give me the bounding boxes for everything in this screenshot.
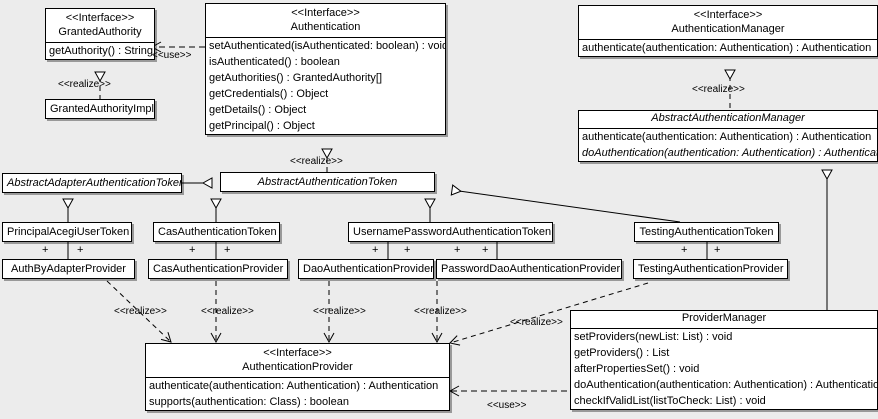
class-cas-authentication-token[interactable]: CasAuthenticationToken bbox=[153, 222, 280, 242]
member-getauthority: getAuthority() : String bbox=[49, 45, 153, 57]
assoc-plus-username-2: + bbox=[404, 244, 411, 256]
class-members: authenticate(authentication: Authenticat… bbox=[579, 129, 877, 161]
class-username-password-authentication-token[interactable]: UsernamePasswordAuthenticationToken bbox=[348, 222, 553, 242]
label-realize-grantedauthorityimpl: <<realize>> bbox=[58, 79, 111, 90]
assoc-plus-testing-left: + bbox=[681, 244, 688, 256]
class-divider bbox=[579, 39, 877, 40]
label-realize-dao: <<realize>> bbox=[313, 306, 366, 317]
class-members: authenticate(authentication: Authenticat… bbox=[146, 378, 449, 410]
class-name: AuthByAdapterProvider bbox=[11, 263, 126, 275]
class-cas-authentication-provider[interactable]: CasAuthenticationProvider bbox=[148, 259, 288, 279]
class-authentication[interactable]: <<Interface>> Authentication setAuthenti… bbox=[205, 3, 446, 135]
class-divider bbox=[146, 377, 449, 378]
class-stereotype: <<Interface>> bbox=[65, 12, 135, 24]
class-abstract-authentication-manager[interactable]: AbstractAuthenticationManager authentica… bbox=[578, 110, 878, 162]
label-realize-abstractauthenticationtoken: <<realize>> bbox=[290, 156, 343, 167]
label-realize-passworddao: <<realize>> bbox=[414, 306, 467, 317]
class-principal-acegi-user-token[interactable]: PrincipalAcegiUserToken bbox=[2, 222, 132, 242]
class-name: Authentication bbox=[290, 21, 361, 33]
member-authenticate: authenticate(authentication: Authenticat… bbox=[582, 131, 872, 143]
class-divider bbox=[206, 37, 445, 38]
label-use-authentication-grantedauthority: <<use>> bbox=[152, 50, 192, 61]
class-granted-authority-impl[interactable]: GrantedAuthorityImpl bbox=[45, 99, 155, 119]
class-auth-by-adapter-provider[interactable]: AuthByAdapterProvider bbox=[2, 259, 135, 279]
assoc-plus-username-1: + bbox=[372, 244, 379, 256]
member-checkifvalidlist: checkIfValidList(listToCheck: List) : vo… bbox=[574, 395, 766, 407]
class-name: GrantedAuthority bbox=[58, 26, 142, 38]
class-authentication-manager[interactable]: <<Interface>> AuthenticationManager auth… bbox=[578, 5, 878, 57]
class-name: TestingAuthenticationToken bbox=[639, 226, 774, 238]
member-doauthentication: doAuthentication(authentication: Authent… bbox=[582, 147, 878, 159]
member-setauthenticated: setAuthenticated(isAuthenticated: boolea… bbox=[209, 40, 446, 52]
class-name: CasAuthenticationToken bbox=[158, 226, 277, 238]
class-name: CasAuthenticationProvider bbox=[153, 263, 284, 275]
class-name: AbstractAdapterAuthenticationToken bbox=[7, 177, 182, 189]
assoc-plus-principal-right: + bbox=[77, 244, 84, 256]
class-name: DaoAuthenticationProvider bbox=[303, 263, 434, 275]
class-name: AuthenticationManager bbox=[671, 23, 785, 35]
assoc-plus-testing-right: + bbox=[714, 244, 721, 256]
label-realize-authbyadapter: <<realize>> bbox=[114, 306, 167, 317]
class-members: getAuthority() : String bbox=[46, 43, 154, 59]
class-divider bbox=[571, 328, 877, 329]
label-use-providermanager: <<use>> bbox=[487, 400, 527, 411]
class-name: PrincipalAcegiUserToken bbox=[7, 226, 130, 238]
label-realize-cas: <<realize>> bbox=[201, 306, 254, 317]
class-name: AuthenticationProvider bbox=[242, 361, 353, 373]
class-authentication-provider[interactable]: <<Interface>> AuthenticationProvider aut… bbox=[145, 343, 450, 411]
class-name: ProviderManager bbox=[681, 312, 767, 324]
class-members: authenticate(authentication: Authenticat… bbox=[579, 40, 877, 56]
class-granted-authority[interactable]: <<Interface>> GrantedAuthority getAuthor… bbox=[45, 8, 155, 60]
class-abstract-adapter-authentication-token[interactable]: AbstractAdapterAuthenticationToken bbox=[2, 173, 182, 193]
class-abstract-authentication-token[interactable]: AbstractAuthenticationToken bbox=[220, 172, 435, 192]
member-getproviders: getProviders() : List bbox=[574, 347, 670, 359]
member-supports: supports(authentication: Class) : boolea… bbox=[149, 396, 349, 408]
class-members: setAuthenticated(isAuthenticated: boolea… bbox=[206, 38, 445, 134]
assoc-plus-cas-right: + bbox=[224, 244, 231, 256]
member-getprincipal: getPrincipal() : Object bbox=[209, 120, 315, 132]
member-doauthentication: doAuthentication(authentication: Authent… bbox=[574, 379, 878, 391]
class-testing-authentication-provider[interactable]: TestingAuthenticationProvider bbox=[633, 259, 788, 279]
class-stereotype: <<Interface>> bbox=[263, 347, 332, 359]
class-members: setProviders(newList: List) : void getPr… bbox=[571, 329, 877, 409]
assoc-plus-cas-left: + bbox=[189, 244, 196, 256]
member-getauthorities: getAuthorities() : GrantedAuthority[] bbox=[209, 72, 383, 84]
class-stereotype: <<Interface>> bbox=[291, 7, 360, 19]
class-divider bbox=[46, 42, 154, 43]
class-divider bbox=[579, 128, 877, 129]
member-authenticate: authenticate(authentication: Authenticat… bbox=[582, 42, 872, 54]
member-getcredentials: getCredentials() : Object bbox=[209, 88, 329, 100]
class-name: UsernamePasswordAuthenticationToken bbox=[353, 226, 552, 238]
member-setproviders: setProviders(newList: List) : void bbox=[574, 331, 733, 343]
label-realize-authenticationmanager: <<realize>> bbox=[692, 84, 745, 95]
class-provider-manager[interactable]: ProviderManager setProviders(newList: Li… bbox=[570, 310, 878, 410]
class-name: TestingAuthenticationProvider bbox=[638, 263, 784, 275]
class-name: GrantedAuthorityImpl bbox=[50, 103, 154, 115]
assoc-plus-username-3: + bbox=[454, 244, 461, 256]
class-testing-authentication-token[interactable]: TestingAuthenticationToken bbox=[634, 222, 779, 242]
assoc-plus-principal-left: + bbox=[42, 244, 49, 256]
member-afterpropertiesset: afterPropertiesSet() : void bbox=[574, 363, 700, 375]
member-isauthenticated: isAuthenticated() : boolean bbox=[209, 56, 340, 68]
class-password-dao-authentication-provider[interactable]: PasswordDaoAuthenticationProvider bbox=[436, 259, 622, 279]
class-name: PasswordDaoAuthenticationProvider bbox=[441, 263, 621, 275]
label-realize-testing: <<realize>> bbox=[510, 317, 563, 328]
member-getdetails: getDetails() : Object bbox=[209, 104, 307, 116]
class-name: AbstractAuthenticationManager bbox=[651, 112, 805, 124]
assoc-plus-username-4: + bbox=[482, 244, 489, 256]
class-dao-authentication-provider[interactable]: DaoAuthenticationProvider bbox=[298, 259, 434, 279]
class-name: AbstractAuthenticationToken bbox=[257, 176, 398, 188]
member-authenticate: authenticate(authentication: Authenticat… bbox=[149, 380, 439, 392]
class-stereotype: <<Interface>> bbox=[693, 9, 763, 21]
